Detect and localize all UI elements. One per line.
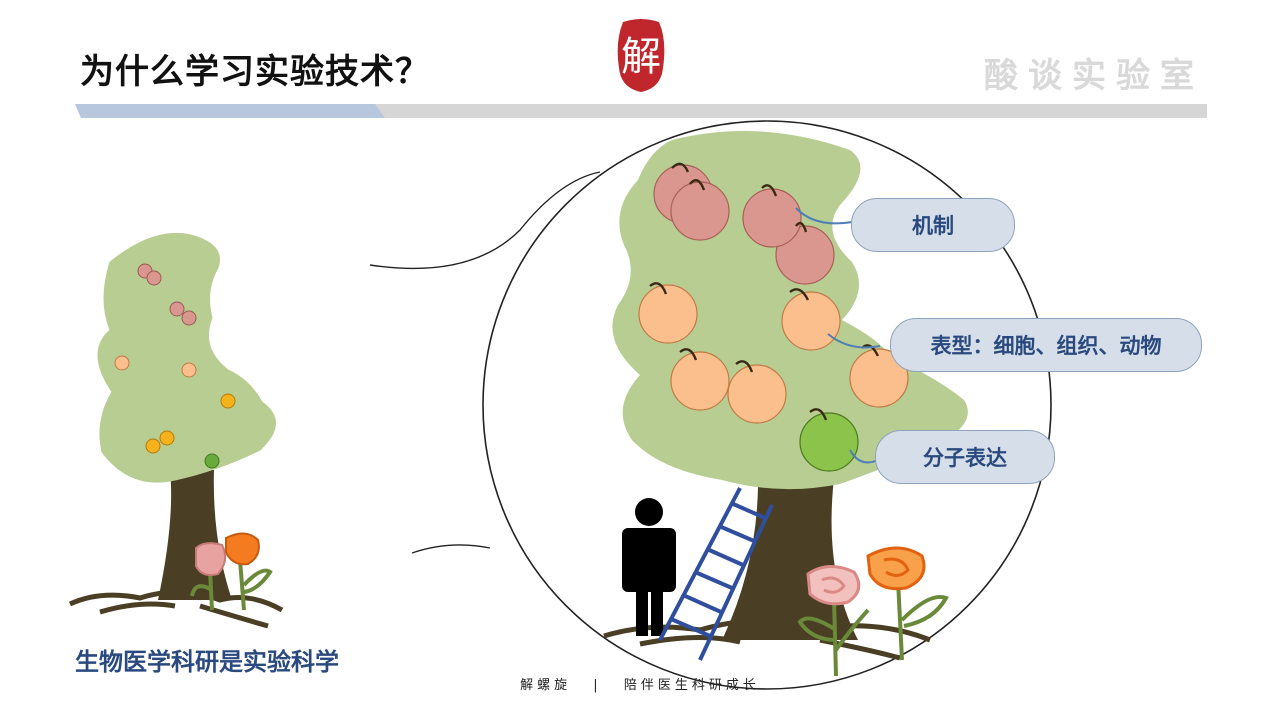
magnifier-circle [482,120,1052,690]
footer: 解螺旋 | 陪伴医生科研成长 [0,674,1280,693]
large-tree-trunk [722,470,858,640]
zoom-line-bottom [411,544,491,554]
green-fruit [799,408,859,472]
mechanism-connector [795,207,853,225]
header-divider [75,104,1207,118]
large-tree [603,131,968,661]
person-silhouette [622,498,676,636]
footer-right: 陪伴医生科研成长 [623,678,760,693]
small-flowers [190,532,273,611]
footer-separator: | [593,678,602,693]
small-tree [68,232,284,629]
small-tree-canopy [97,232,276,483]
brand-watermark: 酸谈实验室 [984,56,1204,96]
page-title: 为什么学习实验技术？ [80,52,430,92]
label-phenotype: 表型：细胞、组织、动物 [890,318,1202,372]
ladder [658,487,774,661]
small-tree-roots [68,589,284,629]
large-flowers [797,546,949,677]
label-mechanism: 机制 [851,198,1015,252]
phenotype-connector [827,333,881,349]
svg-text:解: 解 [621,34,661,80]
label-molecular-expression: 分子表达 [875,430,1055,484]
zoom-line-top [369,171,601,270]
peach-fruits [638,282,909,424]
left-tree-caption: 生物医学科研是实验科学 [75,648,339,676]
footer-left: 解螺旋 [520,678,572,693]
small-tree-trunk [158,470,232,600]
seal-logo: 解 [617,19,665,92]
pink-fruits [653,162,835,285]
